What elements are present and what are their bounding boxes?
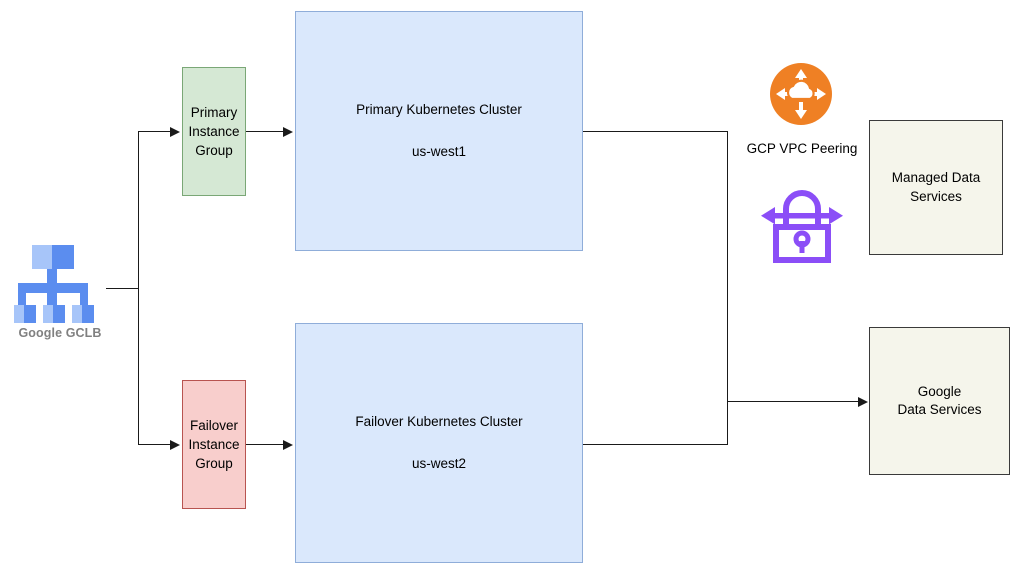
- arrowhead-google-data-services: [858, 397, 868, 407]
- failover-ig-line1: Failover: [189, 417, 238, 433]
- google-data-services-line2: Data Services: [897, 402, 982, 417]
- edge-failover-cluster-out: [583, 444, 728, 445]
- edge-primary-ig-to-cluster: [246, 131, 284, 132]
- padlock-bidirectional-icon: [761, 190, 843, 263]
- gclb-label: Google GCLB: [18, 326, 102, 340]
- primary-instance-group-box[interactable]: Primary Instance Group: [182, 67, 246, 196]
- failover-cluster-region: us-west2: [411, 456, 467, 471]
- vpc-peering-node[interactable]: [770, 63, 832, 130]
- edge-failover-ig-to-cluster: [246, 444, 284, 445]
- edge-merge-spine: [727, 131, 728, 445]
- edge-to-google-data-services: [727, 401, 860, 402]
- edge-gclb-to-primary-ig: [138, 131, 171, 132]
- failover-instance-group-box[interactable]: Failover Instance Group: [182, 380, 246, 509]
- primary-cluster-region: us-west1: [411, 144, 467, 159]
- arrowhead-primary-ig: [170, 127, 180, 137]
- failover-ig-line2: Instance: [188, 436, 240, 452]
- vpc-peering-icon: [770, 63, 832, 125]
- failover-cluster-title: Failover Kubernetes Cluster: [355, 413, 523, 429]
- secure-link-node[interactable]: [761, 173, 843, 268]
- managed-data-services-line1: Managed Data: [891, 170, 981, 186]
- edge-gclb-stem: [106, 288, 139, 289]
- arrowhead-primary-cluster: [283, 127, 293, 137]
- edge-gclb-to-failover-ig: [138, 444, 171, 445]
- arrowhead-failover-ig: [170, 440, 180, 450]
- failover-kubernetes-cluster-box[interactable]: Failover Kubernetes Cluster us-west2: [295, 323, 583, 563]
- edge-primary-cluster-out: [583, 131, 728, 132]
- primary-ig-line3: Group: [195, 143, 233, 159]
- primary-cluster-title: Primary Kubernetes Cluster: [356, 101, 522, 117]
- primary-ig-line2: Instance: [188, 123, 240, 139]
- managed-data-services-line2: Services: [910, 188, 962, 204]
- vpc-peering-label: GCP VPC Peering: [746, 141, 858, 156]
- edge-gclb-branch-spine: [138, 131, 139, 445]
- arrowhead-failover-cluster: [283, 440, 293, 450]
- primary-kubernetes-cluster-box[interactable]: Primary Kubernetes Cluster us-west1: [295, 11, 583, 251]
- google-data-services-line1: Google: [917, 383, 962, 399]
- google-cloud-load-balancer-icon: [14, 245, 94, 323]
- primary-ig-line1: Primary: [190, 104, 238, 120]
- failover-ig-line3: Group: [195, 456, 233, 472]
- gclb-node[interactable]: [14, 243, 106, 328]
- managed-data-services-box[interactable]: Managed Data Services: [869, 120, 1003, 255]
- google-data-services-box[interactable]: Google Data Services: [869, 327, 1010, 475]
